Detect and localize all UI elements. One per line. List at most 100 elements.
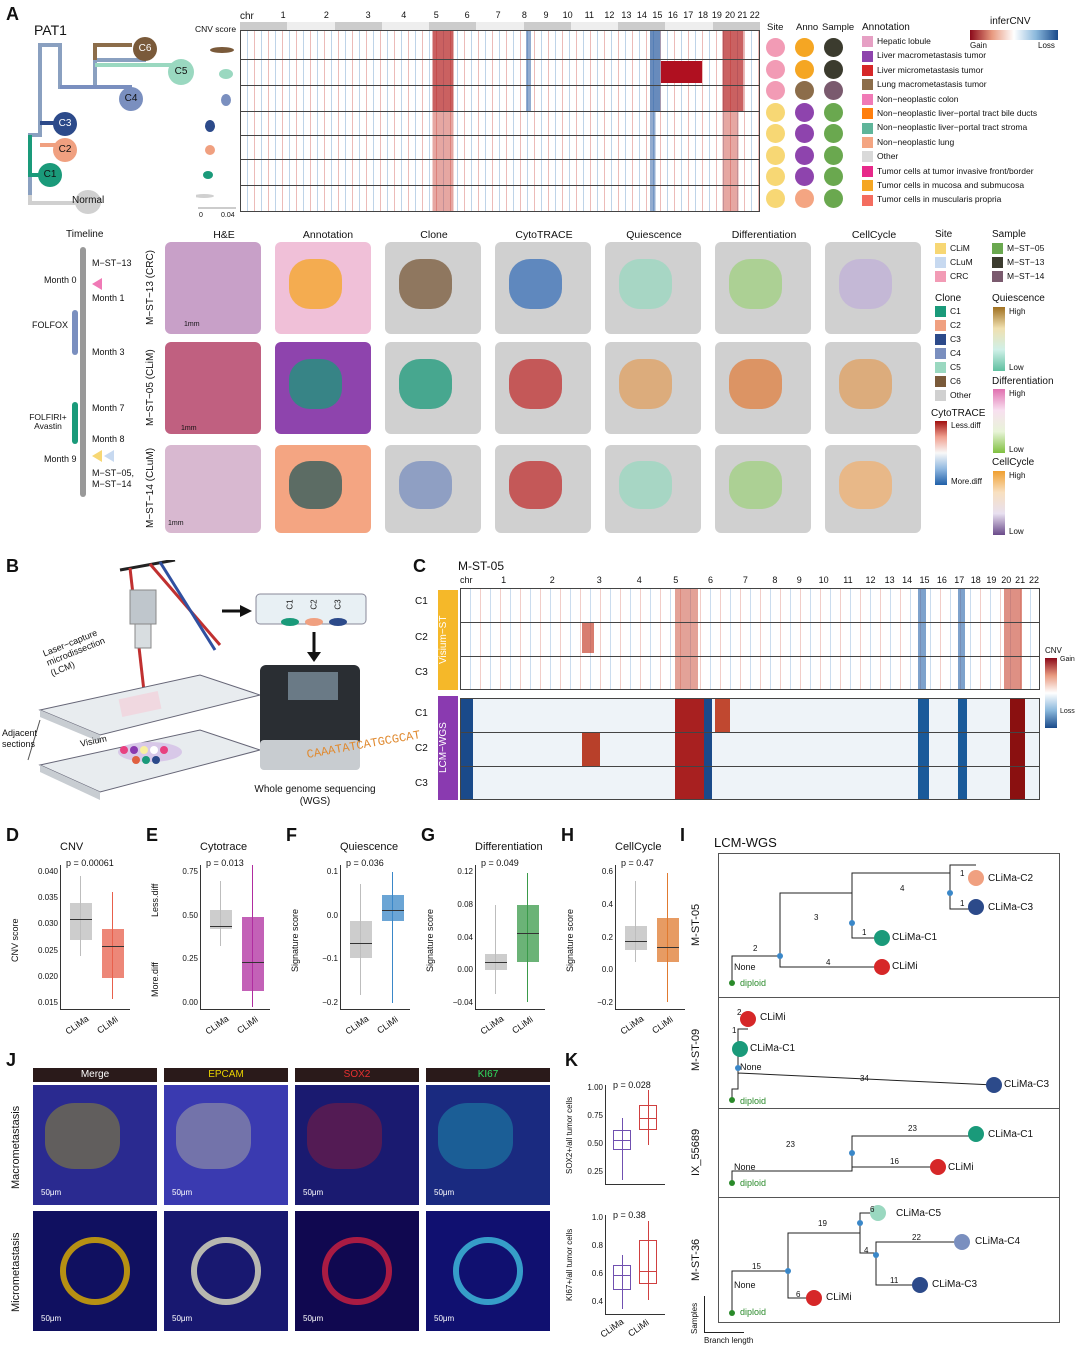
c-row-v-c2: C2 — [415, 632, 428, 643]
bp-tick: 0.08 — [457, 899, 473, 909]
a-chr-12: 12 — [604, 10, 615, 20]
circle-sample-0 — [824, 38, 843, 57]
circle-sample-1 — [824, 59, 843, 79]
clone-label: C1 — [950, 306, 961, 316]
tissue-overlay — [289, 358, 343, 410]
bp-pvalue: p = 0.013 — [206, 858, 244, 868]
clone-label: C2 — [950, 320, 961, 330]
anno-legend-item: Tumor cells at tumor invasive front/bord… — [862, 166, 1034, 177]
a-chr-9: 9 — [543, 10, 549, 20]
circle-site-5 — [766, 145, 785, 165]
bp-axis — [200, 865, 270, 1010]
tissue-overlay — [619, 460, 673, 510]
k-ylabel: SOX2+/all tumor cells — [565, 1096, 574, 1174]
circle-sample-5 — [824, 145, 843, 165]
anno-legend-item: Non−neoplastic liver−portal tract bile d… — [862, 108, 1037, 120]
if-image-r1-c2: 50μm — [295, 1211, 419, 1331]
if-scalebar: 50μm — [434, 1314, 455, 1323]
anno-swatch — [862, 165, 873, 177]
i-t0-b5: 2 — [753, 944, 758, 953]
tissue-r1-c0 — [165, 342, 261, 434]
c-chr-7: 7 — [742, 575, 748, 585]
bp-group: CLiMi — [510, 1014, 535, 1036]
if-signal — [438, 1103, 513, 1169]
tl-mst05-14: M−ST−05, M−ST−14 — [92, 468, 135, 489]
anno-swatch — [862, 79, 873, 91]
panel-label-i: I — [680, 825, 686, 845]
anno-label: Other — [877, 151, 899, 162]
bp-tick: 0.04 — [457, 932, 473, 942]
circle-anno-3 — [795, 102, 814, 122]
bp-axis — [340, 865, 410, 1010]
bp-box — [350, 920, 372, 958]
c-chr-21: 21 — [1015, 575, 1026, 585]
cc-high: High — [1009, 471, 1026, 480]
panel-label-c: C — [413, 556, 426, 576]
a-chr-4: 4 — [401, 10, 407, 20]
anno-swatch — [862, 108, 873, 120]
circle-sample-7 — [824, 188, 843, 208]
folfox-bar — [72, 310, 78, 355]
tissue-grid — [165, 240, 925, 533]
scale-a3: 1mm — [168, 520, 184, 527]
bp-tick: 0.75 — [182, 867, 198, 876]
panel-label-k: K — [565, 1050, 578, 1070]
tissue-overlay — [619, 258, 673, 310]
ct-less: Less.diff — [951, 421, 981, 430]
tissue-overlay — [509, 358, 563, 410]
a-chr-2: 2 — [323, 10, 329, 20]
ct-more: More.diff — [951, 477, 982, 486]
tl-marker-pink — [92, 278, 102, 290]
differentiation-bar — [993, 389, 1005, 453]
bp-pvalue: p = 0.036 — [346, 858, 384, 868]
sample-swatch — [992, 271, 1003, 283]
row-mst13: M−ST−13 (CRC) — [145, 249, 156, 325]
panel-label-j: J — [6, 1050, 17, 1070]
i-t0-c2: CLiMa-C2 — [988, 873, 1034, 884]
i-trees — [729, 864, 1002, 1316]
col-anno: Anno — [796, 22, 819, 33]
tissue-overlay — [839, 460, 893, 510]
anno-legend-item: Non−neoplastic liver−portal tract stroma — [862, 122, 1027, 134]
panel-label-f: F — [286, 825, 297, 845]
i-t1-c3: CLiMa-C3 — [1004, 1079, 1050, 1090]
if-image-r1-c1: 50μm — [164, 1211, 288, 1331]
c-loss: Loss — [1060, 708, 1075, 715]
i-t3-b3: 11 — [890, 1276, 899, 1285]
a-chr-3: 3 — [365, 10, 371, 20]
a-chr-8: 8 — [521, 10, 527, 20]
bp-ylabel: Signature score — [565, 908, 575, 972]
sample-label: M−ST−05 — [1007, 243, 1045, 253]
circle-anno-1 — [795, 59, 814, 79]
i-t3-diploid: diploid — [740, 1307, 767, 1317]
sample-legend-item: M−ST−13 — [992, 257, 1044, 269]
tissue-r1-c3 — [495, 342, 591, 434]
cnv-axis-1: 0.04 — [221, 212, 235, 219]
anno-label: Hepatic lobule — [877, 36, 931, 46]
i-title: LCM-WGS — [714, 835, 777, 850]
if-signal — [45, 1103, 120, 1169]
site-label: CRC — [950, 271, 969, 281]
i-t3-climi: CLiMi — [826, 1292, 852, 1303]
bp-ylabel: Signature score — [425, 908, 435, 972]
tissue-r2-c1 — [275, 445, 371, 533]
bp-tick: 0.6 — [601, 867, 613, 876]
clone-legend-item: C4 — [935, 348, 961, 360]
bp-tick: 0.020 — [37, 971, 58, 981]
node-c2: C2 — [53, 138, 77, 162]
clone-legend-item: C5 — [935, 362, 961, 374]
tissue-overlay — [839, 358, 893, 410]
tissue-r0-c6 — [825, 242, 921, 334]
bp-whisker — [635, 881, 636, 962]
bp-ylabel: Signature score — [290, 908, 300, 972]
tissue-r1-c4 — [605, 342, 701, 434]
col-title: CytoTRACE — [515, 229, 573, 241]
bp-tick: 0.12 — [457, 867, 473, 876]
bp-tick: 0.50 — [182, 910, 198, 920]
c-chr-22: 22 — [1029, 575, 1040, 585]
tube-c1: C1 — [285, 599, 295, 610]
clone-title: Clone — [935, 293, 962, 304]
panel-label-a: A — [6, 4, 19, 24]
bp-tick: 0.035 — [37, 893, 58, 903]
